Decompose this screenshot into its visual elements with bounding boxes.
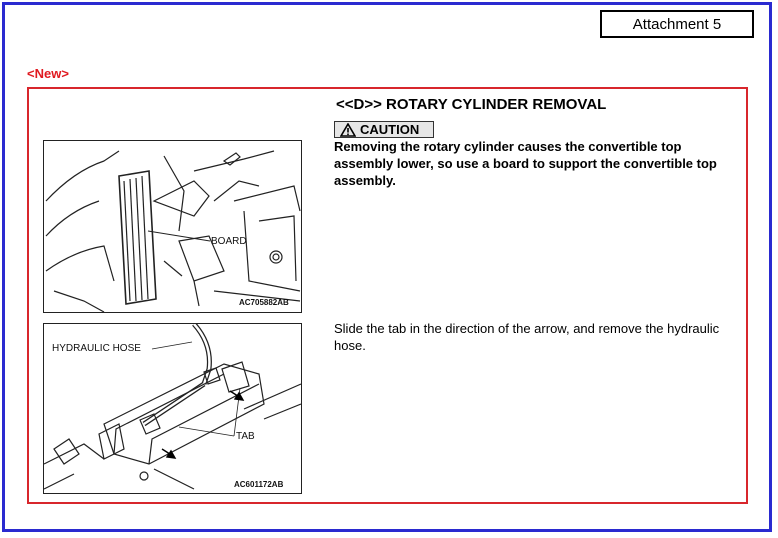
warning-triangle-icon (340, 122, 356, 137)
figure-code-1: AC705882AB (239, 298, 289, 307)
caution-label: CAUTION (360, 122, 420, 137)
callout-hydraulic-hose: HYDRAULIC HOSE (52, 343, 141, 354)
page-frame (2, 2, 772, 532)
caution-text: Removing the rotary cylinder causes the … (334, 139, 717, 188)
caution-badge: CAUTION (334, 121, 434, 138)
callout-tab: TAB (236, 431, 255, 442)
board-support-illustration (45, 150, 301, 312)
attachment-label: Attachment 5 (600, 10, 754, 38)
figure-hydraulic-hose: HYDRAULIC HOSE TAB AC601172AB (43, 323, 302, 494)
callout-board: BOARD (211, 236, 247, 247)
new-tag: <New> (27, 66, 69, 81)
slide-direction-arrows (161, 390, 245, 459)
hydraulic-hose-illustration (44, 324, 301, 490)
step-instruction-text: Slide the tab in the direction of the ar… (334, 321, 720, 353)
content-frame (27, 87, 748, 504)
figure-board-support: BOARD AC705882AB (43, 140, 302, 313)
figure-code-2: AC601172AB (234, 480, 284, 489)
section-title: <<D>> ROTARY CYLINDER REMOVAL (336, 96, 607, 113)
